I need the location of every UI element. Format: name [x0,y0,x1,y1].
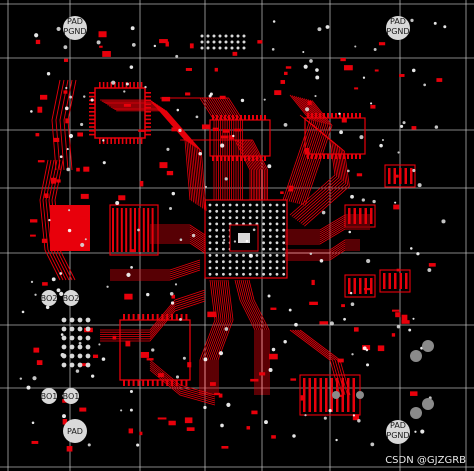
corner-pad-label: PAD [390,17,406,26]
boot-label: BO2 [63,294,80,303]
right-mounting-holes [332,340,434,419]
corner-pad-label: PAD [67,17,83,26]
corner-pad-net: PGND [63,27,86,36]
via-field [19,18,447,447]
corner-pad-label: PAD [67,427,83,436]
boot-label: BO1 [63,392,80,401]
watermark: CSDN @GJZGRB [385,455,466,466]
corner-pad-top-right[interactable]: PAD PGND [386,16,410,40]
corner-pad-net: PGND [386,27,409,36]
corner-pad-net: PGND [386,431,409,440]
corner-pad-label: PAD [390,421,406,430]
corner-pad-top-left[interactable]: PAD PGND [63,16,87,40]
corner-pad-bottom-left[interactable]: PAD [63,419,87,443]
boot-pads-bo2[interactable]: BO2 BO2 [41,290,80,306]
mounting-holes: PAD PGND PAD PGND PAD PAD PGND BO2 BO2 B… [41,16,434,444]
boot-pads-bo1[interactable]: BO1 BO1 [41,388,80,404]
component-footprints [30,31,443,452]
corner-pad-bottom-right[interactable]: PAD PGND [386,420,410,444]
boot-label: BO2 [41,294,58,303]
boot-label: BO1 [41,392,58,401]
